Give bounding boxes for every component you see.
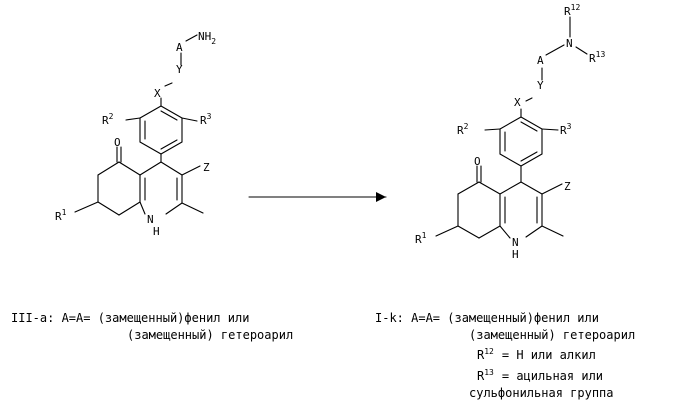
product-structure: R12 N R13 A Y X R2 R3 O Z R1 N H I-k: A=… xyxy=(375,3,635,400)
product-caption-line-2: (замещенный) гетероарил xyxy=(469,328,635,342)
product-atom-labels: R12 N R13 A Y X R2 R3 O Z R1 N H xyxy=(415,3,605,261)
reactant-caption-line-1: III-a: A=A= (замещенный)фенил или xyxy=(11,311,249,325)
product-a-label: A xyxy=(537,54,544,67)
product-ring-h-label: H xyxy=(512,248,519,261)
product-r12-label: R12 xyxy=(564,3,580,18)
reactant-r3-label: R3 xyxy=(200,112,212,127)
reactant-caption-line-2: (замещенный) гетероарил xyxy=(127,328,293,342)
reactant-r1-label: R1 xyxy=(55,208,67,223)
reactant-oxygen-label: O xyxy=(114,136,121,149)
reactant-a-label: A xyxy=(176,41,183,54)
reactant-ring-h-label: H xyxy=(153,225,160,238)
reactant-atom-labels: NH2 A Y X R2 R3 O Z R1 N H xyxy=(55,30,216,238)
product-z-label: Z xyxy=(564,180,571,193)
product-r1-label: R1 xyxy=(415,231,427,246)
product-r13-definition: R13= ацильная или xyxy=(477,368,603,383)
reactant-bonds xyxy=(75,35,203,215)
product-caption-line-1: I-k: A=A= (замещенный)фенил или xyxy=(375,311,599,325)
reactant-structure: NH2 A Y X R2 R3 O Z R1 N H III-a: A=A= (… xyxy=(11,30,293,342)
product-r3-label: R3 xyxy=(560,122,572,137)
reactant-y-label: Y xyxy=(176,63,183,76)
reactant-caption: III-a: A=A= (замещенный)фенил или (замещ… xyxy=(11,311,293,342)
product-y-label: Y xyxy=(537,79,544,92)
product-r13-label: R13 xyxy=(589,50,605,65)
product-oxygen-label: O xyxy=(474,155,481,168)
product-r13-definition-line-2: сульфонильная группа xyxy=(469,386,614,400)
product-caption: I-k: A=A= (замещенный)фенил или (замещен… xyxy=(375,311,635,400)
reactant-amine-label: NH2 xyxy=(198,30,216,46)
product-r2-label: R2 xyxy=(457,122,469,137)
reactant-x-label: X xyxy=(154,87,161,100)
product-r12-definition: R12= H или алкил xyxy=(477,347,596,362)
product-n-label: N xyxy=(566,37,573,50)
reactant-r2-label: R2 xyxy=(102,112,114,127)
product-x-label: X xyxy=(514,96,521,109)
reactant-z-label: Z xyxy=(203,161,210,174)
